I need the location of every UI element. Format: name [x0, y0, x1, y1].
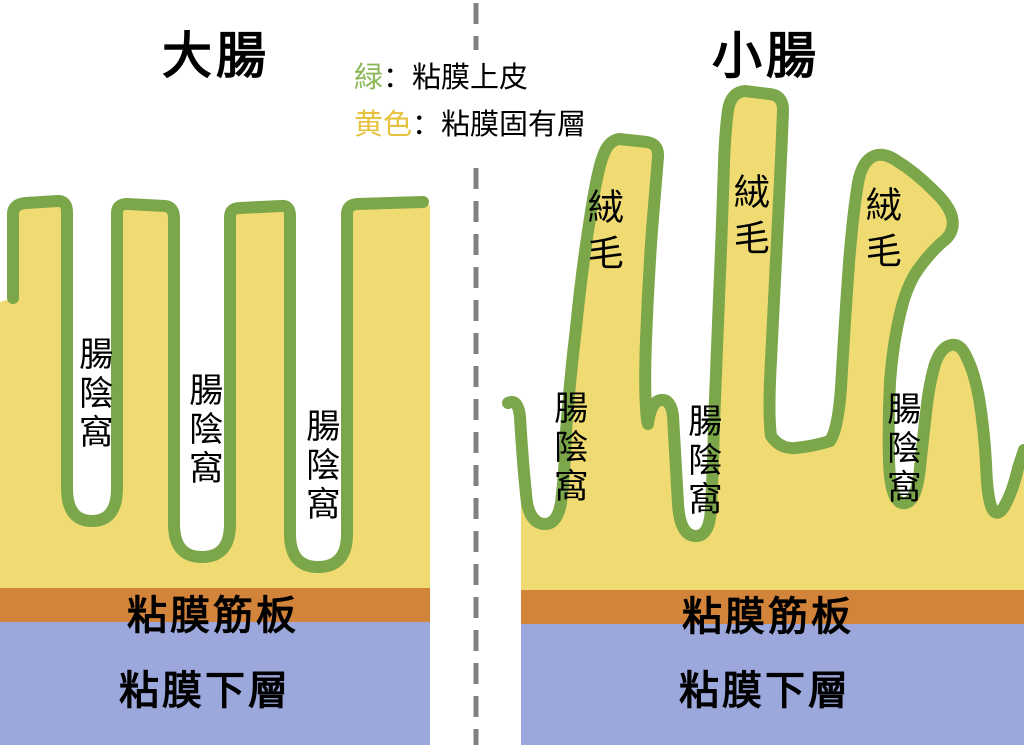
- legend-term-green: 緑: [354, 60, 384, 94]
- left-muscularis-label: 粘膜筋板: [127, 593, 299, 639]
- legend-desc-lamina-propria: ：粘膜固有層: [412, 106, 587, 141]
- right-villus-label-3: 絨毛: [859, 186, 901, 278]
- legend-desc-epithelium: ：粘膜上皮: [383, 60, 529, 94]
- left-crypt-label-2: 腸陰窩: [182, 372, 223, 489]
- right-crypt-label-1: 腸陰窩: [547, 390, 588, 507]
- legend-item-epithelium: 緑：粘膜上皮: [354, 54, 586, 101]
- right-submucosa-label: 粘膜下層: [679, 668, 851, 714]
- left-submucosa-band: [0, 622, 430, 745]
- left-lamina-propria-shape: [0, 201, 430, 588]
- right-submucosa-band: [521, 624, 1024, 745]
- left-crypt-label-1: 腸陰窩: [72, 336, 113, 453]
- right-crypt-label-3: 腸陰窩: [880, 391, 921, 508]
- right-lamina-propria-shape: [521, 91, 1024, 590]
- left-epithelium-outline: [7, 195, 429, 573]
- right-villus-label-2: 絨毛: [727, 173, 769, 265]
- right-villus-label-1: 絨毛: [581, 188, 623, 280]
- right-muscularis-label: 粘膜筋板: [682, 594, 854, 640]
- right-panel-title: 小腸: [712, 27, 820, 85]
- right-muscularis-mucosae-band: [521, 588, 1024, 624]
- left-submucosa-label: 粘膜下層: [119, 668, 291, 714]
- legend-term-yellow: 黄色: [354, 106, 413, 141]
- right-crypt-label-2: 腸陰窩: [681, 403, 722, 520]
- left-muscularis-mucosae-band: [0, 587, 430, 622]
- left-crypt-label-3: 腸陰窩: [299, 408, 340, 525]
- right-epithelium-outline: [502, 85, 1024, 542]
- color-legend: 緑：粘膜上皮 黄色：粘膜固有層: [344, 50, 597, 156]
- left-panel-title: 大腸: [162, 27, 270, 85]
- legend-item-lamina-propria: 黄色：粘膜固有層: [354, 101, 586, 148]
